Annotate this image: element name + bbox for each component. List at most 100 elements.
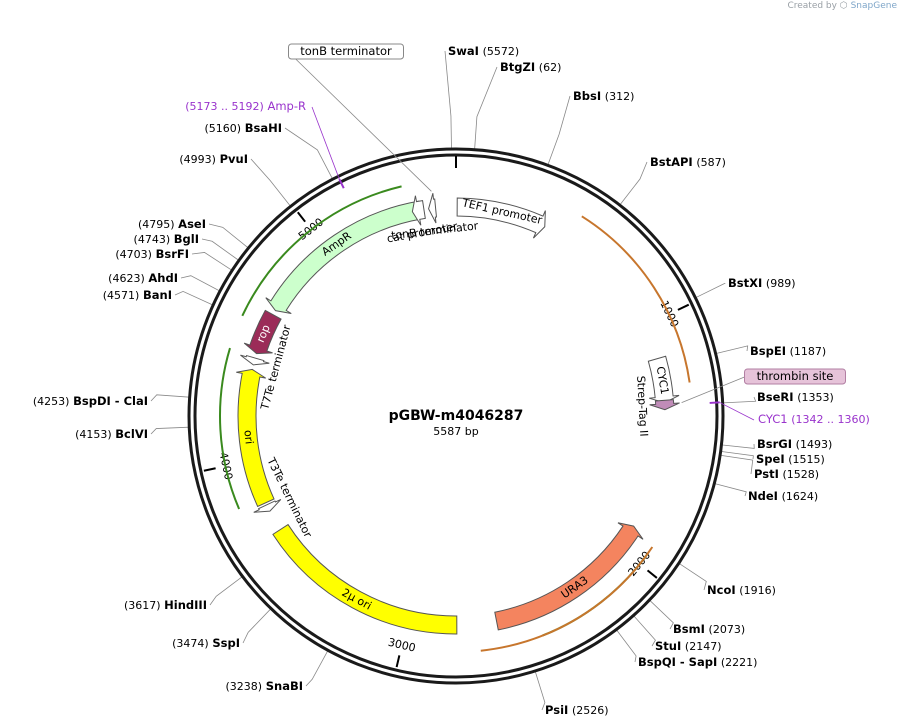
site-asei[interactable]: (4795) AseI [138,217,206,231]
thrombin-site-label[interactable]: thrombin site [681,368,846,403]
site-bsahi[interactable]: (5160) BsaHI [204,121,282,135]
t3te-terminator-arrow[interactable] [253,498,282,513]
site-label[interactable]: (5160) BsaHI [204,121,282,135]
site-ncoi[interactable]: NcoI (1916) [707,583,776,597]
feature-ampr[interactable]: AmpR [265,200,423,315]
tef1-promoter-arrow[interactable] [456,197,546,239]
site-label[interactable]: (4795) AseI [138,217,206,231]
snapgene-credit: Created by ⬡ SnapGene [787,1,897,11]
site-bstxi[interactable]: BstXI (989) [728,276,796,290]
feature-ori[interactable]: ori [236,368,275,508]
site-swai[interactable]: SwaI (5572) [448,44,519,58]
feature-strep-tag-ii[interactable]: Strep-Tag II [634,375,680,437]
site-snabi[interactable]: (3238) SnaBI [225,679,303,693]
site-bspqi-sapi[interactable]: BspQI - SapI (2221) [638,655,757,669]
site-label[interactable]: SwaI (5572) [448,44,519,58]
feature-ura3[interactable]: URA3 [494,522,644,631]
site-label[interactable]: BseRI (1353) [757,390,834,404]
site-label[interactable]: (4703) BsrFI [115,247,189,261]
site-label[interactable]: BspQI - SapI (2221) [638,655,757,669]
site-bsrgi[interactable]: BsrGI (1493) [757,437,832,451]
site-bsmi[interactable]: BsmI (2073) [673,622,745,636]
site-leader [714,483,747,497]
primer-labels: (5173 .. 5192) Amp-R CYC1 (1342 .. 1360) [185,99,870,426]
site-spei[interactable]: SpeI (1515) [756,452,825,466]
site-label[interactable]: StuI (2147) [655,639,721,653]
ori-arrow[interactable] [236,368,275,508]
site-bani[interactable]: (4571) BanI [103,288,172,302]
site-position: (4703) [115,248,152,261]
site-ndei[interactable]: NdeI (1624) [748,489,818,503]
feature-cyc1[interactable]: CYC1 [647,355,680,404]
site-label[interactable]: (4623) AhdI [108,271,178,285]
site-position: (4571) [103,289,140,302]
site-label[interactable]: BbsI (312) [573,89,634,103]
ampr-arrow[interactable] [265,200,423,315]
site-label[interactable]: BsmI (2073) [673,622,745,636]
site-label[interactable]: BstAPI (587) [650,155,726,169]
tonb-terminator-arrow[interactable] [428,193,438,224]
site-hindiii[interactable]: (3617) HindIII [124,598,207,612]
site-bspdi-clai[interactable]: (4253) BspDI - ClaI [33,394,148,408]
site-label[interactable]: PstI (1528) [754,467,819,481]
site-label[interactable]: NcoI (1916) [707,583,776,597]
site-bstapi[interactable]: BstAPI (587) [650,155,726,169]
site-position: (1187) [790,345,827,358]
site-label[interactable]: BtgZI (62) [500,60,561,74]
site-pvui[interactable]: (4993) PvuI [179,152,248,166]
site-label[interactable]: (3238) SnaBI [225,679,303,693]
site-label[interactable]: PsiI (2526) [545,703,609,717]
t7te-terminator-arrow[interactable] [240,354,270,366]
ori-label: ori [241,429,255,445]
rop-arrow[interactable] [243,309,282,355]
site-bbsi[interactable]: BbsI (312) [573,89,634,103]
tonb-terminator-label[interactable]: tonB terminator [288,43,432,192]
site-position: (5160) [204,122,241,135]
feature-rop[interactable]: rop [243,309,282,355]
site-position: (1528) [783,468,820,481]
site-leader [250,158,291,207]
site-bgli[interactable]: (4743) BglI [134,232,199,246]
cat-promoter-arrow[interactable] [411,195,426,226]
site-label[interactable]: SpeI (1515) [756,452,825,466]
site-sspi[interactable]: (3474) SspI [172,636,240,650]
site-name: NcoI [707,583,736,597]
site-stui[interactable]: StuI (2147) [655,639,721,653]
site-leader [209,576,243,606]
site-ahdi[interactable]: (4623) AhdI [108,271,178,285]
restriction-sites: SwaI (5572) BtgZI (62) BbsI (312) BstAPI (5… [33,44,834,717]
strep-tag-ii-arrow[interactable] [649,399,680,411]
amp-r-label[interactable]: (5173 .. 5192) Amp-R [185,99,345,189]
site-position: (2073) [709,623,746,636]
site-bclvi[interactable]: (4153) BclVI [75,427,148,441]
feature-2mu-ori[interactable]: 2μ ori [272,523,458,635]
boxed-label-box [744,368,846,385]
site-label[interactable]: (4571) BanI [103,288,172,302]
2mu-ori-arrow[interactable] [272,523,458,635]
site-bseri[interactable]: BseRI (1353) [757,390,834,404]
site-psii[interactable]: PsiI (2526) [545,703,609,717]
site-label[interactable]: BspEI (1187) [750,344,826,358]
site-bsrfi[interactable]: (4703) BsrFI [115,247,189,261]
site-label[interactable]: NdeI (1624) [748,489,818,503]
site-label[interactable]: (4743) BglI [134,232,199,246]
cyc1-label[interactable]: CYC1 (1342 .. 1360) [709,401,870,426]
boxed-label-box [288,43,404,60]
orange-arc-2 [480,546,654,652]
ura3-arrow[interactable] [494,522,644,631]
site-leader [201,238,240,261]
site-bspei[interactable]: BspEI (1187) [750,344,826,358]
site-label[interactable]: (4993) PvuI [179,152,248,166]
site-name: SnaBI [266,679,303,693]
site-btgzi[interactable]: BtgZI (62) [500,60,561,74]
site-label[interactable]: BstXI (989) [728,276,796,290]
site-label[interactable]: (4153) BclVI [75,427,148,441]
site-label[interactable]: BsrGI (1493) [757,437,832,451]
plasmid-size: 5587 bp [433,425,478,438]
site-label[interactable]: (4253) BspDI - ClaI [33,394,148,408]
site-label[interactable]: (3474) SspI [172,636,240,650]
site-position: (1624) [782,490,819,503]
site-label[interactable]: (3617) HindIII [124,598,207,612]
backbone-inner-ring [193,153,719,679]
site-psti[interactable]: PstI (1528) [754,467,819,481]
